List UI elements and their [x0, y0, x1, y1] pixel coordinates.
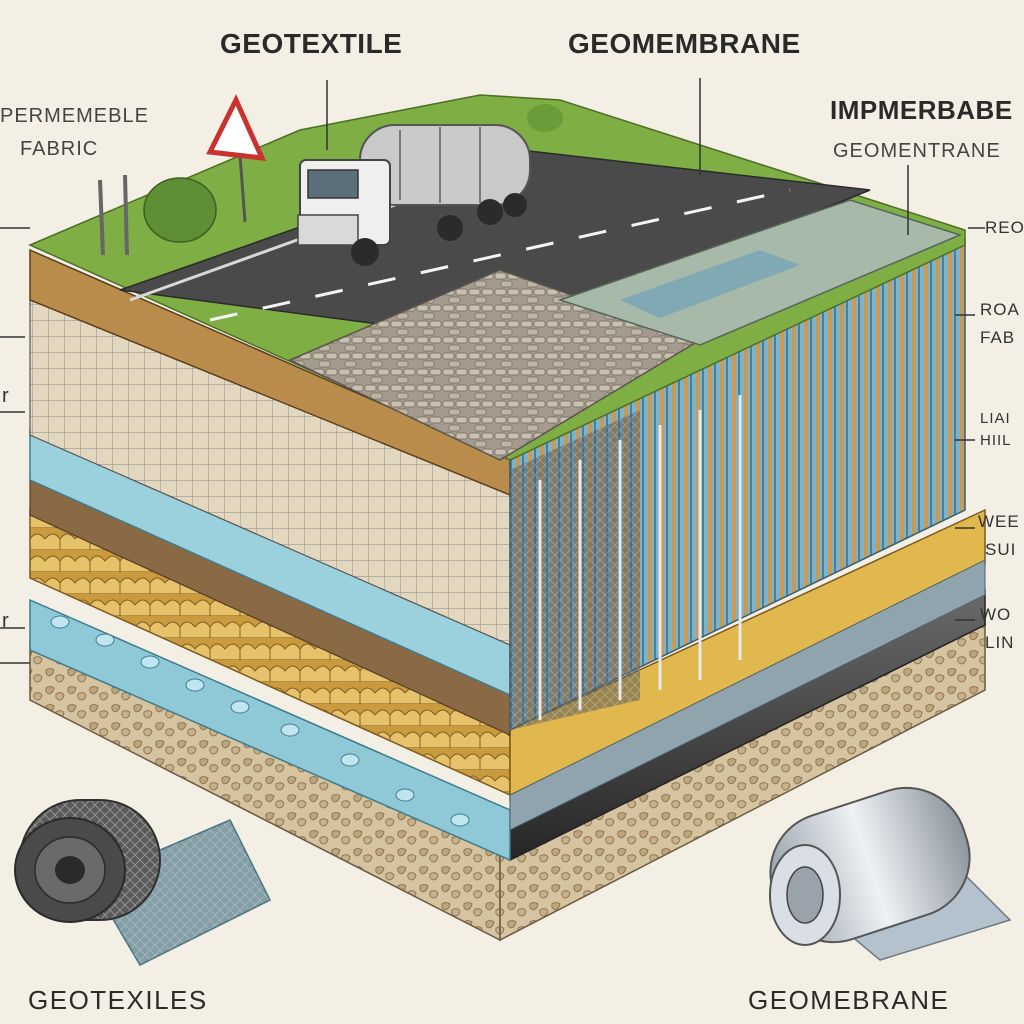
fence-post-2 [123, 174, 129, 256]
right-label-2a: ROA [980, 300, 1020, 319]
impermeable-label-line2: GEOMENTRANE [833, 140, 1001, 162]
tanker-truck [297, 124, 531, 266]
permeable-label-line1: PERMEMEBLE [0, 105, 149, 127]
geomembrane-title: GEOMEMBRANE [568, 28, 801, 59]
warning-road-sign [206, 94, 267, 223]
right-label-2b: FAB [980, 328, 1016, 347]
right-label-5b: LIN [985, 633, 1015, 652]
shrub [143, 177, 217, 243]
stone-aggregate-accents [620, 250, 800, 318]
right-label-3b: HIIL [980, 432, 1012, 449]
left-label-1: r [2, 385, 10, 407]
right-face-mesh [510, 410, 640, 730]
grey-band-side [509, 559, 986, 831]
left-label-2: r [2, 610, 10, 632]
geotextiles-caption: GEOTEXILES [28, 985, 208, 1015]
shrub-right [527, 104, 563, 132]
road-center-line [209, 188, 791, 322]
right-label-4a: WEE [978, 512, 1020, 531]
right-label-3a: LIAI [980, 410, 1011, 427]
geotextile-roll [14, 799, 272, 966]
geomembrane-caption: GEOMEBRANE [748, 985, 950, 1015]
impermeable-label-line1: IMPMERBABE [830, 95, 1013, 125]
water-drops [50, 615, 470, 827]
right-label-4b: SUI [985, 540, 1017, 559]
leader-lines [0, 78, 985, 664]
geotextile-title: GEOTEXTILE [220, 28, 403, 59]
right-label-1: REO [985, 218, 1024, 237]
fence-post [98, 179, 105, 256]
permeable-label-line2: FABRIC [20, 138, 99, 160]
right-label-5a: WO [980, 605, 1012, 624]
vertical-drains [538, 395, 742, 720]
geomembrane-roll [769, 786, 1012, 961]
